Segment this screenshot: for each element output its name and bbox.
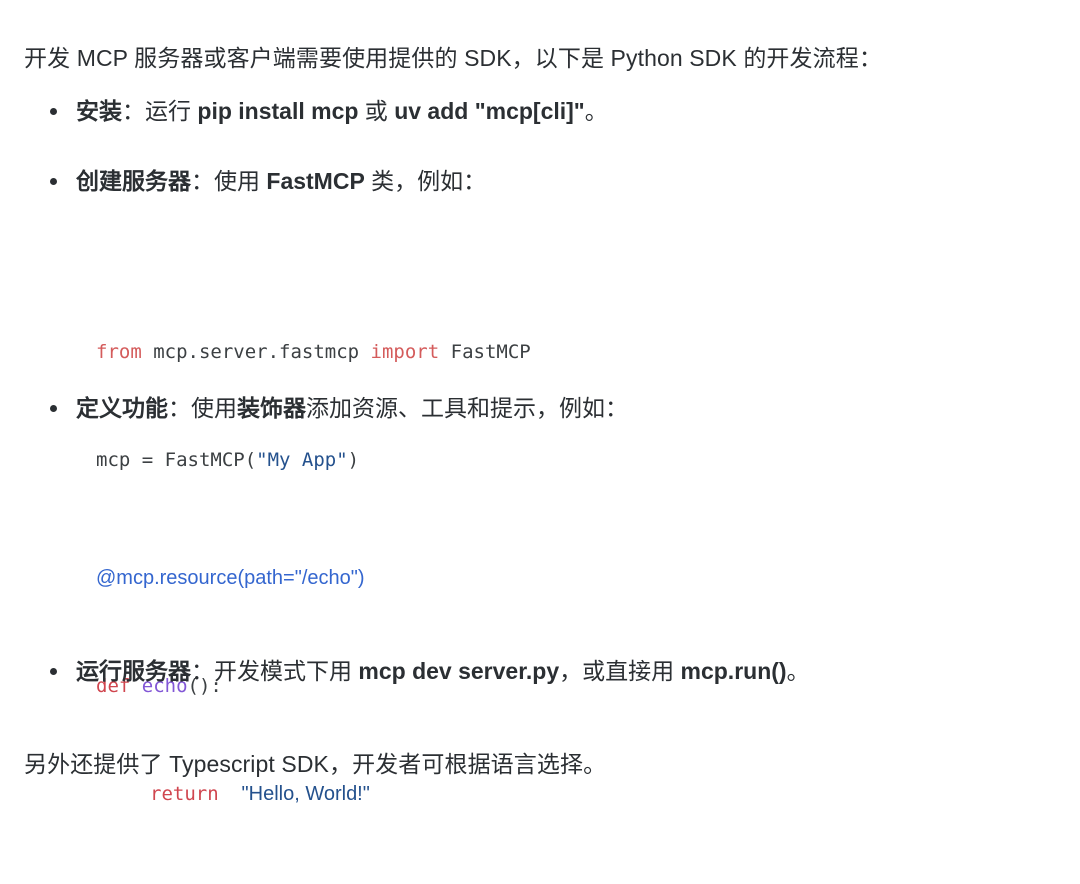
code-token-plain: mcp = FastMCP(: [96, 449, 257, 471]
code-line: return "Hello, World!": [96, 776, 370, 812]
code-line: def echo():: [96, 668, 370, 704]
code-token-string: "Hello, World!": [241, 783, 370, 805]
bullet-marker-icon: [50, 108, 57, 115]
list-item-text: 运行服务器：开发模式下用 mcp dev server.py，或直接用 mcp.…: [76, 654, 1064, 688]
bullet-text-before: 使用: [191, 395, 237, 421]
bullet-text-before: 运行: [145, 98, 198, 124]
bullet-marker-icon: [50, 178, 57, 185]
bullet-text-after: 。: [584, 98, 608, 124]
inline-code-pip-install: pip install mcp: [197, 98, 359, 124]
code-line: @mcp.resource(path="/echo"): [96, 560, 370, 596]
list-item-create-server: 创建服务器：使用 FastMCP 类，例如：: [50, 164, 1064, 198]
list-item-run-server: 运行服务器：开发模式下用 mcp dev server.py，或直接用 mcp.…: [50, 654, 1064, 688]
code-token-keyword: from: [96, 341, 142, 363]
outro-paragraph: 另外还提供了 Typescript SDK，开发者可根据语言选择。: [24, 751, 607, 777]
bullet-separator: ：: [122, 98, 145, 124]
code-token-plain: ): [347, 449, 360, 471]
inline-code-uv-add: uv add "mcp[cli]": [394, 98, 585, 124]
inline-code-mcp-dev: mcp dev server.py: [358, 658, 560, 684]
bullet-emphasis: 装饰器: [237, 395, 306, 421]
code-line: from mcp.server.fastmcp import FastMCP: [96, 334, 531, 370]
code-token-plain: FastMCP: [439, 341, 531, 363]
code-token-keyword: import: [370, 341, 440, 363]
bullet-text-after: 类，例如：: [364, 168, 487, 194]
list-item-text: 定义功能：使用装饰器添加资源、工具和提示，例如：: [76, 391, 1064, 425]
bullet-marker-icon: [50, 668, 57, 675]
bullet-label: 创建服务器: [76, 168, 191, 194]
bullet-label: 定义功能: [76, 395, 168, 421]
code-token-keyword: return: [150, 783, 219, 805]
intro-paragraph: 开发 MCP 服务器或客户端需要使用提供的 SDK，以下是 Python SDK…: [24, 45, 882, 71]
code-token-function: echo: [141, 675, 188, 697]
list-item-define-features: 定义功能：使用装饰器添加资源、工具和提示，例如：: [50, 391, 1064, 425]
bullet-separator: ：: [191, 658, 214, 684]
code-token-plain: mcp.server.fastmcp: [141, 341, 371, 363]
bullet-text-after: 。: [786, 658, 810, 684]
code-token-space: [219, 783, 242, 805]
code-token-string: "My App": [256, 449, 348, 471]
bullet-text-before: 开发模式下用: [214, 658, 359, 684]
list-item-text: 安装：运行 pip install mcp 或 uv add "mcp[cli]…: [76, 94, 1064, 128]
code-token-punctuation: ():: [187, 675, 222, 697]
inline-code-mcp-run: mcp.run(): [680, 658, 787, 684]
bullet-separator: ：: [168, 395, 191, 421]
list-item-install: 安装：运行 pip install mcp 或 uv add "mcp[cli]…: [50, 94, 1064, 128]
document-page: 开发 MCP 服务器或客户端需要使用提供的 SDK，以下是 Python SDK…: [24, 45, 1064, 805]
bullet-label: 运行服务器: [76, 658, 191, 684]
bullet-separator: ：: [191, 168, 214, 194]
list-item-text: 创建服务器：使用 FastMCP 类，例如：: [76, 164, 1064, 198]
bullet-text-before: 使用: [214, 168, 267, 194]
code-token-keyword: def: [96, 675, 131, 697]
code-block-fastmcp-server: from mcp.server.fastmcp import FastMCP m…: [96, 262, 531, 550]
bullet-label: 安装: [76, 98, 122, 124]
bullet-text-middle: ，或直接用: [559, 658, 681, 684]
bullet-text-middle: 或: [358, 98, 395, 124]
bullet-text-after: 添加资源、工具和提示，例如：: [306, 395, 628, 421]
code-token-decorator: @mcp.resource(path="/echo"): [96, 567, 365, 589]
code-line: mcp = FastMCP("My App"): [96, 442, 531, 478]
inline-code-fastmcp: FastMCP: [266, 168, 365, 194]
bullet-marker-icon: [50, 405, 57, 412]
